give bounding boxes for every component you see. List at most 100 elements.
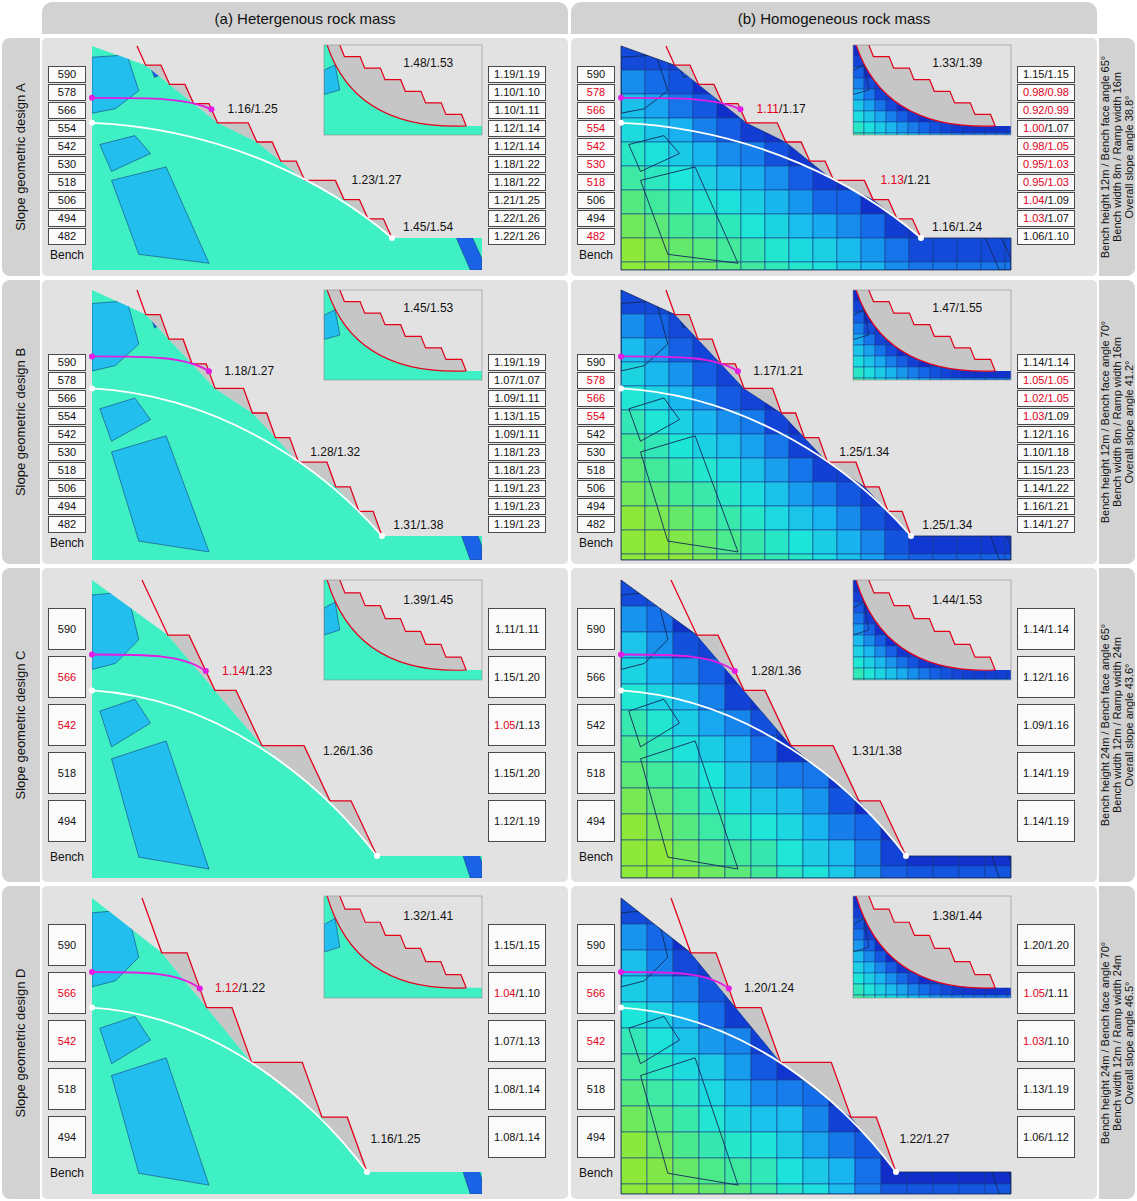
grid-cell — [974, 613, 985, 624]
grid-cell — [1005, 458, 1011, 482]
safety-factor-value: 1.15/1.15 — [1023, 68, 1069, 81]
bench-level: 530 — [587, 446, 605, 459]
grid-cell — [765, 238, 789, 262]
value-part: 1.22 — [494, 212, 515, 224]
inter-ramp-slip-surface — [92, 356, 209, 371]
grid-cell — [897, 984, 908, 995]
bench-level-box: 494 — [577, 498, 615, 515]
value-part: / — [515, 623, 518, 635]
value-part: 1.26 — [519, 212, 540, 224]
geological-unit — [972, 795, 1011, 878]
inset-view — [324, 896, 482, 998]
grid-cell — [829, 658, 855, 684]
grid-cell — [645, 506, 669, 530]
bench-level: 518 — [58, 1083, 76, 1096]
bench-level: 566 — [58, 671, 76, 684]
safety-factor-box: 1.18/1.23 — [488, 444, 546, 461]
grid-cell — [837, 410, 861, 434]
bench-level-box: 590 — [48, 66, 86, 83]
safety-factor-box: 1.22/1.26 — [488, 210, 546, 227]
bench-level: 530 — [58, 446, 76, 459]
grid-cell — [717, 458, 741, 482]
grid-cell — [741, 554, 765, 560]
value-part: / — [515, 356, 518, 368]
grid-cell — [1007, 89, 1011, 100]
geological-units — [92, 580, 482, 878]
safety-factor-box: 1.19/1.19 — [488, 66, 546, 83]
grid-cell — [864, 133, 875, 135]
bench-level: 554 — [587, 410, 605, 423]
geological-unit — [641, 741, 739, 869]
grid-cell — [813, 46, 837, 70]
grid-cell — [957, 554, 981, 560]
bench-level-box: 494 — [48, 1116, 86, 1158]
grid-cell — [1007, 624, 1011, 635]
grid-cell — [803, 1028, 829, 1054]
grid-cell — [981, 238, 1005, 262]
bench-level-box: 530 — [577, 156, 615, 173]
safety-factor-value: 1.16/1.21 — [1023, 500, 1069, 513]
grid-cell — [829, 976, 855, 1002]
grid-cell — [789, 386, 813, 410]
grid-cell — [621, 1106, 647, 1132]
geological-unit — [112, 436, 210, 552]
grid-cell — [1007, 334, 1011, 345]
bench-level: 590 — [58, 356, 76, 369]
value-part: 1.23 — [1048, 464, 1069, 476]
grid-cell — [974, 929, 985, 940]
value-part: / — [1044, 122, 1047, 134]
grid-cell — [751, 580, 777, 606]
grid-cell — [725, 950, 751, 976]
safety-factor-value: 1.04/1.09 — [1023, 194, 1069, 207]
geological-unit — [621, 301, 668, 371]
element-grid — [853, 896, 1011, 998]
design-parameter-text: Bench width 12m / Ramp width 24m — [1111, 891, 1123, 1194]
value-part: / — [515, 374, 518, 386]
safety-factor-value: 1.18/1.22 — [494, 176, 540, 189]
safety-factor-box: 1.12/1.16 — [1017, 426, 1075, 443]
bench-level: 590 — [587, 68, 605, 81]
grid-cell — [933, 710, 959, 736]
grid-cell — [941, 78, 952, 89]
grid-cell — [985, 1002, 1011, 1028]
grid-cell — [886, 111, 897, 122]
grid-cell — [996, 635, 1007, 646]
grid-cell — [933, 1158, 959, 1184]
value-part: 1.02 — [1023, 392, 1044, 404]
value-part: 1.26 — [519, 230, 540, 242]
grid-cell — [741, 290, 765, 314]
value-part: / — [1044, 104, 1047, 116]
grid-cell — [621, 580, 647, 606]
grid-cell — [693, 362, 717, 386]
grid-cell — [1005, 506, 1011, 530]
inset-ground — [853, 580, 1011, 680]
safety-factor-box: 1.18/1.22 — [488, 174, 546, 191]
bench-level: 518 — [58, 464, 76, 477]
grid-cell — [803, 1132, 829, 1158]
grid-cell — [909, 410, 933, 434]
grid-cell — [963, 323, 974, 334]
grid-cell — [919, 56, 930, 67]
grid-cell — [1007, 312, 1011, 323]
bench-level: 518 — [587, 176, 605, 189]
grid-cell — [765, 262, 789, 270]
grid-cell — [813, 386, 837, 410]
grid-cell — [693, 262, 717, 270]
value-part: 1.21 — [907, 173, 930, 187]
grid-cell — [930, 367, 941, 378]
failed-mass — [327, 580, 466, 670]
value-part: 1.19 — [519, 815, 540, 827]
grid-cell — [837, 190, 861, 214]
value-part: 1.08 — [494, 1131, 515, 1143]
slope-fs-label: 1.45/1.54 — [401, 220, 455, 234]
grid-cell — [647, 1184, 673, 1194]
value-part: 1.14 — [1023, 815, 1044, 827]
value-part: 1.14 — [1023, 767, 1044, 779]
grid-cell — [875, 962, 886, 973]
grid-cell — [959, 1054, 985, 1080]
grid-cell — [974, 345, 985, 356]
inset-fs-label: 1.48/1.53 — [401, 56, 455, 70]
grid-cell — [908, 133, 919, 135]
grid-cell — [952, 580, 963, 591]
value-part: / — [515, 518, 518, 530]
